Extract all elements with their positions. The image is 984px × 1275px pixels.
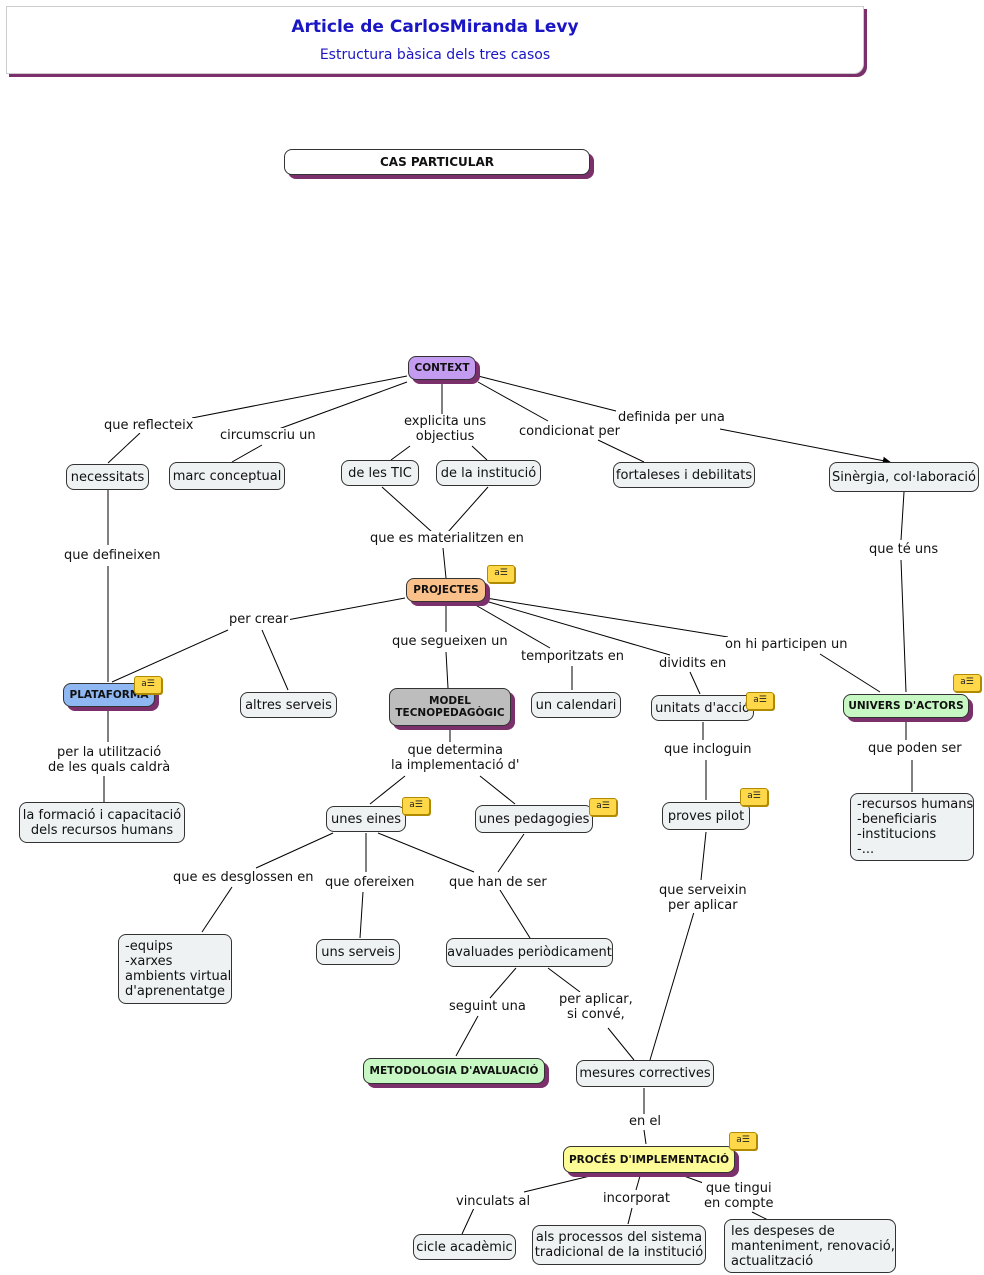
link-label: on hi participen un <box>723 637 850 652</box>
node-fortaleses[interactable]: fortaleses i debilitats <box>613 462 755 488</box>
node-mesures[interactable]: mesures correctives <box>576 1060 714 1087</box>
node-proves-pilot[interactable]: proves pilot <box>662 802 750 830</box>
link-label: circumscriu un <box>218 428 318 443</box>
node-uns-serveis[interactable]: uns serveis <box>316 939 400 965</box>
node-formacio[interactable]: la formació i capacitació dels recursos … <box>19 802 185 843</box>
link-label: que tingui en compte <box>702 1181 776 1211</box>
link-label: explicita uns objectius <box>402 414 489 444</box>
node-recursos[interactable]: -recursos humans -beneficiaris -instituc… <box>850 793 974 861</box>
node-context[interactable]: CONTEXT <box>408 356 476 380</box>
node-cicle[interactable]: cicle acadèmic <box>413 1234 516 1260</box>
node-unitats[interactable]: unitats d'acció <box>651 695 754 721</box>
node-necessitats[interactable]: necessitats <box>66 464 149 490</box>
link-label: que té uns <box>867 542 941 557</box>
node-altres-serveis[interactable]: altres serveis <box>240 692 337 718</box>
node-de-les-tic[interactable]: de les TIC <box>341 460 419 486</box>
link-label: seguint una <box>447 999 528 1014</box>
link-label: en el <box>627 1114 663 1129</box>
link-label: per la utilització de les quals caldrà <box>46 745 173 775</box>
node-sinergia[interactable]: Sinèrgia, col·laboració <box>829 462 979 492</box>
note-icon[interactable]: a☰ <box>589 798 617 816</box>
link-label: dividits en <box>657 656 729 671</box>
node-model[interactable]: MODEL TECNOPEDAGÒGIC <box>389 688 511 726</box>
node-processos[interactable]: als processos del sistema tradicional de… <box>532 1225 706 1265</box>
node-unes-eines[interactable]: unes eines <box>326 806 406 832</box>
link-label: condicionat per <box>517 424 622 439</box>
link-label: vinculats al <box>454 1194 533 1209</box>
note-icon[interactable]: a☰ <box>402 797 430 815</box>
node-unes-pedagogies[interactable]: unes pedagogies <box>475 805 593 833</box>
node-marc-conceptual[interactable]: marc conceptual <box>169 462 285 490</box>
link-label: que incloguin <box>662 742 754 757</box>
link-label: que es materialitzen en <box>368 531 526 546</box>
node-despeses[interactable]: les despeses de manteniment, renovació, … <box>724 1219 896 1273</box>
note-icon[interactable]: a☰ <box>134 676 162 694</box>
node-avaluades[interactable]: avaluades periòdicament <box>446 938 613 967</box>
node-de-la-institucio[interactable]: de la institució <box>436 460 541 486</box>
link-label: per aplicar, si convé, <box>557 992 635 1022</box>
note-icon[interactable]: a☰ <box>740 788 768 806</box>
link-label: per crear <box>227 612 291 627</box>
node-univers[interactable]: UNIVERS D'ACTORS <box>843 694 969 718</box>
link-label: que poden ser <box>866 741 964 756</box>
link-label: temporitzats en <box>519 649 627 664</box>
link-label: que defineixen <box>62 548 163 563</box>
note-icon[interactable]: a☰ <box>953 674 981 692</box>
node-metodologia[interactable]: METODOLOGIA D'AVALUACIÓ <box>363 1058 545 1084</box>
header-panel: Article de CarlosMiranda Levy Estructura… <box>6 6 864 74</box>
link-label: definida per una <box>616 410 727 425</box>
node-projectes[interactable]: PROJECTES <box>406 578 486 602</box>
link-label: que determina la implementació d' <box>389 743 522 773</box>
node-calendari[interactable]: un calendari <box>531 692 621 718</box>
node-equips[interactable]: -equips -xarxes ambients virtual d'apren… <box>118 934 232 1004</box>
link-label: que han de ser <box>447 875 549 890</box>
link-label: que serveixin per aplicar <box>657 883 749 913</box>
link-label: incorporat <box>601 1191 672 1206</box>
node-proces[interactable]: PROCÉS D'IMPLEMENTACIÓ <box>563 1146 735 1173</box>
link-label: que reflecteix <box>102 418 196 433</box>
note-icon[interactable]: a☰ <box>487 565 515 583</box>
node-cas-particular[interactable]: CAS PARTICULAR <box>284 149 590 175</box>
note-icon[interactable]: a☰ <box>746 692 774 710</box>
link-label: que segueixen un <box>390 634 510 649</box>
note-icon[interactable]: a☰ <box>729 1132 757 1150</box>
link-label: que ofereixen <box>323 875 417 890</box>
link-label: que es desglossen en <box>171 870 316 885</box>
page-title: Article de CarlosMiranda Levy <box>291 17 579 37</box>
page-subtitle: Estructura bàsica dels tres casos <box>319 47 551 63</box>
